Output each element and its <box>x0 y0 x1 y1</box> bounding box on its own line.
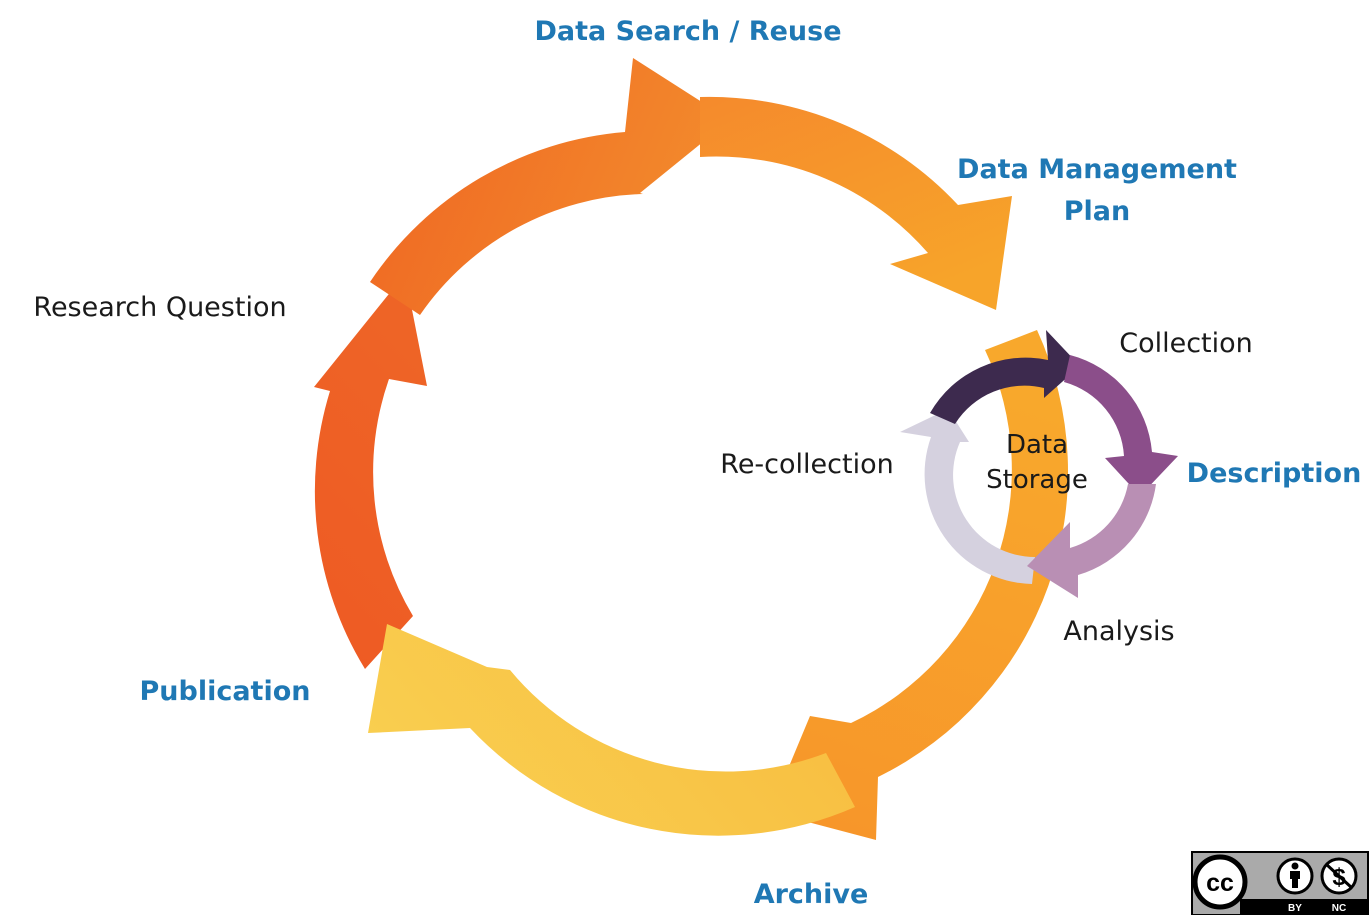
cc-by-nc-license-badge: cc $ BY NC <box>1191 851 1369 915</box>
attribution-icon <box>1276 857 1314 895</box>
inner-arrow-analysis <box>1027 484 1156 598</box>
inner-cycle <box>900 330 1178 598</box>
label-collection: Collection <box>1119 328 1253 359</box>
cc-logo-text: cc <box>1206 869 1234 897</box>
label-recollection: Re-collection <box>720 449 893 480</box>
cc-logo-icon <box>1192 854 1248 910</box>
label-publication: Publication <box>139 676 310 707</box>
center-label-line1: Data <box>1006 430 1068 460</box>
label-research-question: Research Question <box>33 292 286 323</box>
label-data-search-reuse: Data Search / Reuse <box>534 16 841 47</box>
non-commercial-icon: $ <box>1320 857 1358 895</box>
inner-arrow-collection <box>930 330 1080 424</box>
inner-arrow-description <box>1064 355 1178 496</box>
label-data-management-plan-line1: Data Management <box>957 154 1237 185</box>
label-description: Description <box>1187 458 1362 489</box>
arrow-segment-research-question <box>314 274 427 669</box>
arrow-segment-data-search <box>370 58 730 315</box>
center-label-line2: Storage <box>986 465 1088 495</box>
inner-arrow-recollection <box>900 409 1035 584</box>
arrow-segment-publication <box>368 624 855 836</box>
badge-bottom-strip <box>1240 899 1368 915</box>
badge-by-label: BY <box>1288 903 1302 914</box>
arrow-segment-data-management-plan <box>700 96 1012 310</box>
badge-nc-label: NC <box>1332 903 1346 914</box>
label-data-management-plan-line2: Plan <box>1064 196 1131 227</box>
label-analysis: Analysis <box>1063 616 1174 647</box>
label-archive: Archive <box>754 879 869 910</box>
